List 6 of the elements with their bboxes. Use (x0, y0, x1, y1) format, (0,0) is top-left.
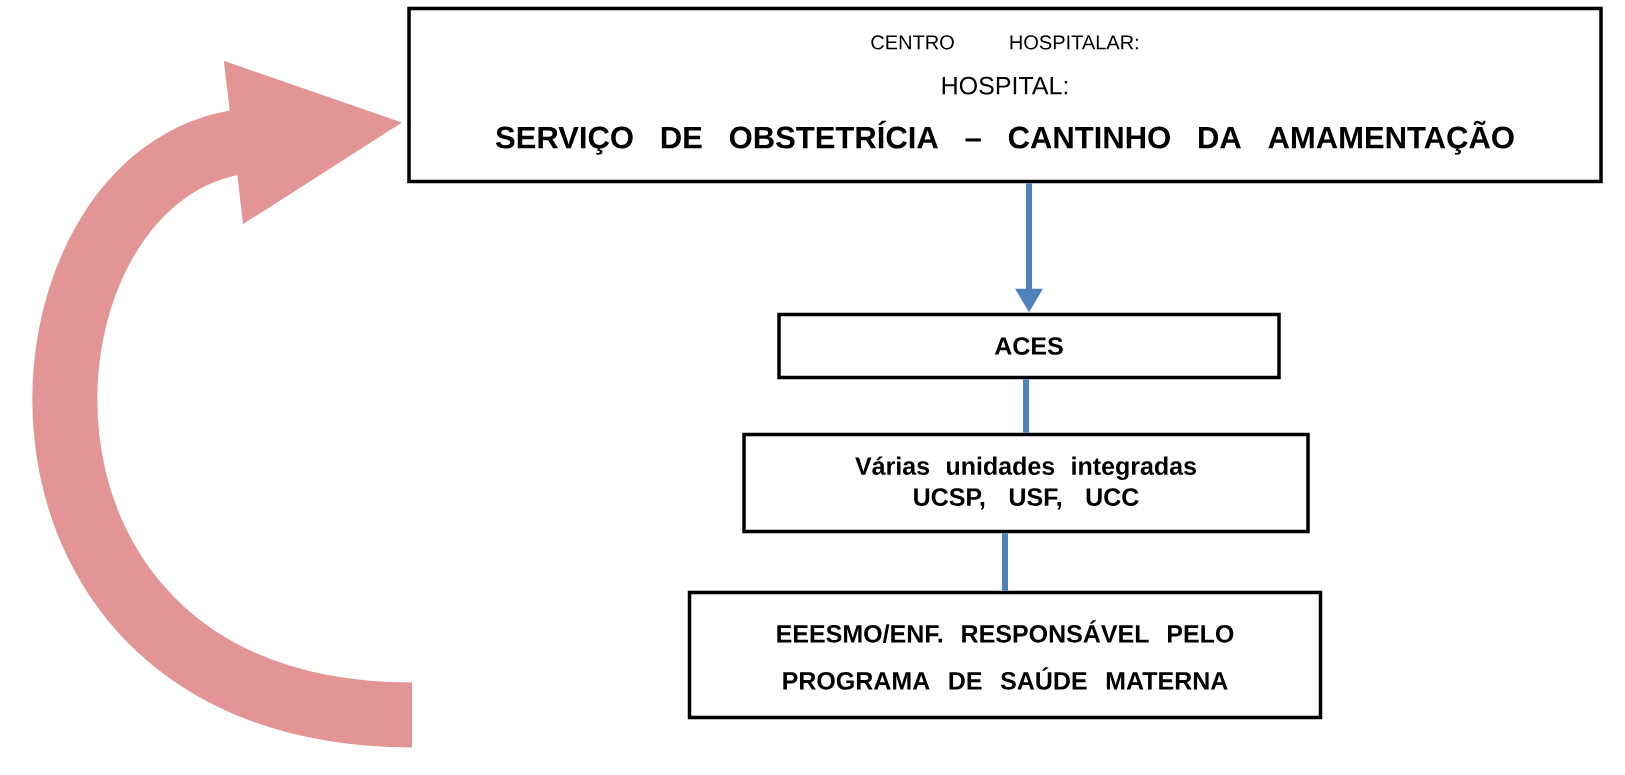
connector (1002, 533, 1008, 591)
box: ACES (777, 312, 1281, 380)
box: EEESMO/ENF. RESPONSÁVEL PELO PROGRAMA DE SAÚDE MATERNA (687, 590, 1323, 720)
box: CENTRO HOSPITALAR: HOSPITAL: SERVIÇO DE OBSTETRÍCIA – CANTINHO DA AMAMENTAÇÃO (407, 6, 1603, 184)
connector (1023, 379, 1029, 433)
box: Várias unidades integradas UCSP, USF, UCC (742, 432, 1310, 534)
